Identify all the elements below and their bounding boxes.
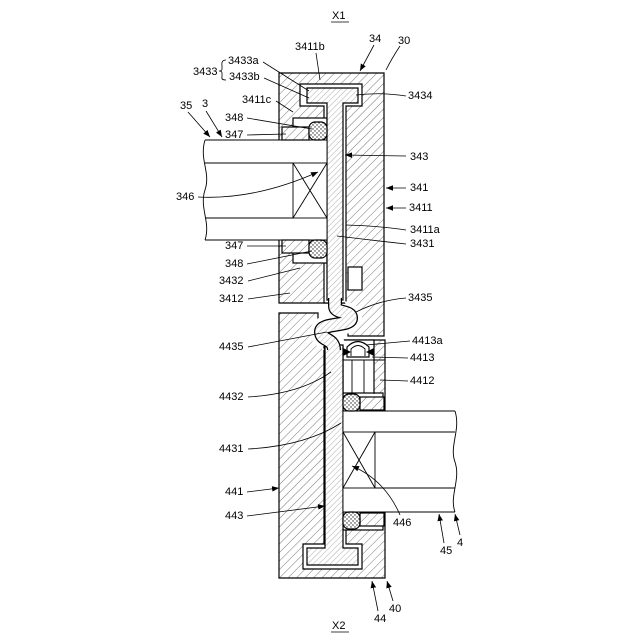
clip-4413 xyxy=(347,342,369,358)
label-3432: 3432 xyxy=(219,275,243,287)
leader-4 xyxy=(455,514,460,535)
label-3411a: 3411a xyxy=(410,224,441,236)
label-3431: 3431 xyxy=(410,238,434,250)
upper-washer-bottom xyxy=(282,240,309,253)
label-4413a: 4413a xyxy=(412,335,443,347)
label-4431: 4431 xyxy=(219,443,243,455)
upper-seal-top xyxy=(309,122,327,140)
leader-441 xyxy=(247,488,279,492)
label-30: 30 xyxy=(398,35,410,47)
label-347-lower: 347 xyxy=(225,240,243,252)
label-3412: 3412 xyxy=(219,293,243,305)
lower-shaft-45 xyxy=(343,411,457,512)
label-35: 35 xyxy=(180,100,192,112)
lower-seal-bottom xyxy=(343,512,360,529)
label-4412: 4412 xyxy=(410,375,434,387)
lower-washer-top xyxy=(360,397,384,410)
label-3411b: 3411b xyxy=(295,41,325,53)
label-4: 4 xyxy=(457,537,463,549)
leader-45 xyxy=(439,514,444,543)
leader-44 xyxy=(372,581,378,611)
label-4435: 4435 xyxy=(219,341,243,353)
label-3434: 3434 xyxy=(408,90,432,102)
upper-housing-hole xyxy=(348,267,362,290)
label-3433b: 3433b xyxy=(229,71,260,83)
section-label-bottom: X2 xyxy=(332,620,345,632)
label-3411: 3411 xyxy=(409,202,433,214)
label-343: 343 xyxy=(410,151,428,163)
leader-40 xyxy=(387,581,393,601)
label-3433a: 3433a xyxy=(228,55,259,67)
label-4413: 4413 xyxy=(410,352,434,364)
leader-30 xyxy=(386,46,400,70)
label-3411c: 3411c xyxy=(242,94,272,106)
upper-seal-bottom xyxy=(309,240,327,258)
leader-34 xyxy=(360,45,374,71)
lower-seal-top xyxy=(343,394,360,411)
label-346: 346 xyxy=(176,191,194,203)
label-40: 40 xyxy=(389,603,401,615)
label-341: 341 xyxy=(410,182,428,194)
leader-35 xyxy=(188,112,210,137)
label-3: 3 xyxy=(202,98,208,110)
label-34: 34 xyxy=(369,33,381,45)
label-4432: 4432 xyxy=(219,391,243,403)
upper-washer-top xyxy=(282,127,309,140)
label-3433: 3433 xyxy=(193,66,217,78)
label-45: 45 xyxy=(440,545,452,557)
section-label-top: X1 xyxy=(332,10,345,22)
lower-washer-bottom xyxy=(360,513,384,526)
label-446: 446 xyxy=(393,517,411,529)
brace-3433 xyxy=(219,60,226,80)
label-443: 443 xyxy=(225,510,243,522)
label-347-upper: 347 xyxy=(225,129,243,141)
label-348-lower: 348 xyxy=(225,258,243,270)
label-441: 441 xyxy=(225,486,243,498)
leader-3 xyxy=(206,111,222,137)
label-348-upper: 348 xyxy=(225,112,243,124)
label-44: 44 xyxy=(374,613,386,625)
label-3435: 3435 xyxy=(408,292,432,304)
